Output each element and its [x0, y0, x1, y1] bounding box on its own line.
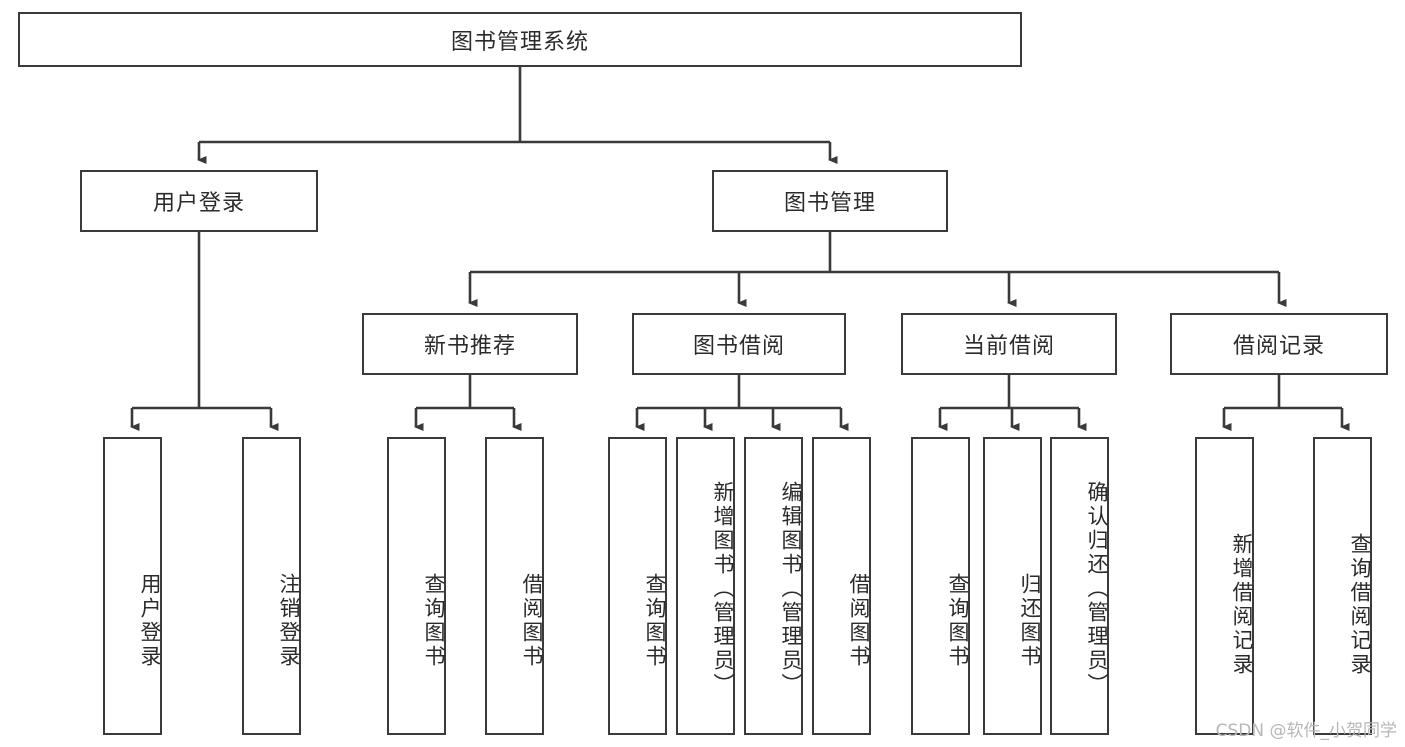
leaf-cb-confirm-return[interactable]: 确认归还（管理员）	[1050, 437, 1109, 735]
leaf-rec-query-book[interactable]: 查询图书	[387, 437, 446, 735]
node-label: 查询图书	[643, 573, 667, 669]
node-root[interactable]: 图书管理系统	[18, 12, 1022, 67]
node-label: 图书借阅	[692, 334, 785, 359]
node-label: 借阅图书	[520, 573, 544, 669]
node-label: 借阅图书	[847, 573, 871, 669]
node-user-login[interactable]: 用户登录	[80, 170, 318, 232]
node-new-book-rec[interactable]: 新书推荐	[362, 313, 578, 375]
node-borrow-record[interactable]: 借阅记录	[1170, 313, 1388, 375]
node-label: 查询图书	[422, 573, 446, 669]
node-label: 图书管理系统	[450, 29, 589, 55]
leaf-user-login[interactable]: 用户登录	[103, 437, 162, 735]
node-label: 当前借阅	[962, 334, 1055, 359]
watermark: CSDN @软件_小贺同学	[1215, 721, 1397, 741]
leaf-br-add-record[interactable]: 新增借阅记录	[1195, 437, 1254, 735]
node-label: 新书推荐	[423, 334, 516, 359]
leaf-cb-return-book[interactable]: 归还图书	[983, 437, 1042, 735]
node-label: 注销登录	[277, 573, 301, 669]
node-book-manage[interactable]: 图书管理	[712, 170, 948, 232]
leaf-cb-query-book[interactable]: 查询图书	[911, 437, 970, 735]
node-label: 归还图书	[1018, 573, 1042, 669]
node-label: 确认归还（管理员）	[1085, 481, 1109, 697]
node-book-borrow[interactable]: 图书借阅	[632, 313, 846, 375]
node-label: 查询图书	[946, 573, 970, 669]
leaf-bb-edit-book[interactable]: 编辑图书（管理员）	[744, 437, 803, 735]
node-label: 查询借阅记录	[1348, 533, 1372, 677]
leaf-bb-add-book[interactable]: 新增图书（管理员）	[676, 437, 735, 735]
node-label: 图书管理	[783, 191, 876, 216]
node-label: 借阅记录	[1232, 334, 1325, 359]
node-label: 用户登录	[152, 191, 245, 216]
leaf-rec-borrow-book[interactable]: 借阅图书	[485, 437, 544, 735]
leaf-bb-borrow-book[interactable]: 借阅图书	[812, 437, 871, 735]
node-label: 编辑图书（管理员）	[779, 481, 803, 697]
node-current-borrow[interactable]: 当前借阅	[901, 313, 1117, 375]
node-label: 新增图书（管理员）	[711, 481, 735, 697]
leaf-br-query-record[interactable]: 查询借阅记录	[1313, 437, 1372, 735]
node-label: 用户登录	[138, 573, 162, 669]
leaf-user-logout[interactable]: 注销登录	[242, 437, 301, 735]
node-label: 新增借阅记录	[1230, 533, 1254, 677]
leaf-bb-query-book[interactable]: 查询图书	[608, 437, 667, 735]
